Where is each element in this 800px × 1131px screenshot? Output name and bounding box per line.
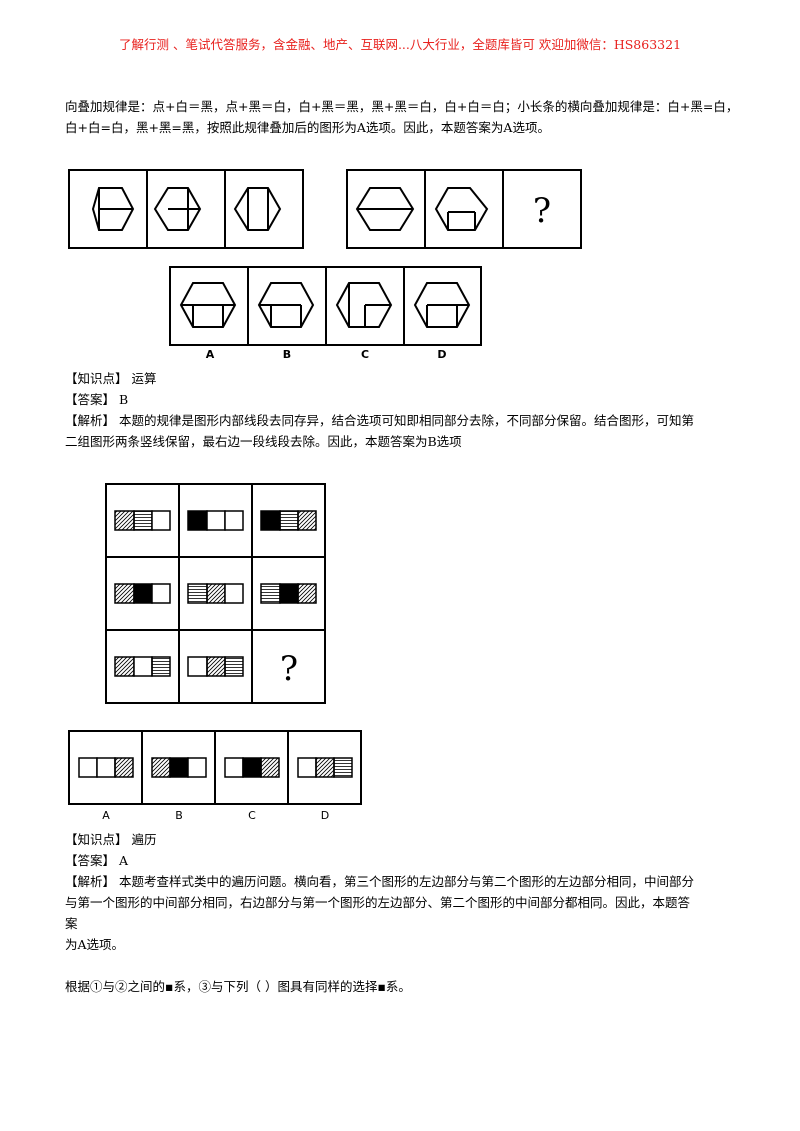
q1-hexagon-5 (434, 187, 489, 231)
q2-knowledge: 【知识点】 遍历 (65, 832, 157, 847)
q2-options-frame (68, 730, 362, 805)
q2-option-b-figure (151, 757, 207, 778)
q2-analysis-line-3: 案 (65, 916, 78, 931)
q1-group-2 (346, 169, 582, 249)
q2-option-d-figure (297, 757, 353, 778)
q1-hexagon-2 (153, 187, 202, 231)
q2-cell-8 (187, 656, 244, 677)
q1-option-c-figure (335, 282, 393, 328)
q1-option-c-label: C (361, 348, 369, 361)
q2-grid (105, 483, 326, 704)
q1-option-a-figure (179, 282, 237, 328)
q1-analysis-line-2: 二组图形两条竖线保留，最右边一段线段去除。因此，本题答案为B选项 (65, 434, 462, 449)
q1-option-a-label: A (206, 348, 215, 361)
q1-group-1 (68, 169, 304, 249)
q2-cell-1 (114, 510, 171, 531)
q2-cell-7 (114, 656, 171, 677)
q1-stem-figure: ? A B C D (68, 169, 582, 361)
q2-cell-6 (260, 583, 317, 604)
q2-analysis-line-4: 为A选项。 (65, 937, 125, 952)
q1-options-frame (169, 266, 482, 346)
q1-hexagon-3 (233, 187, 282, 231)
q1-answer: 【答案】 B (65, 392, 129, 407)
q2-option-c-figure (224, 757, 280, 778)
intro-line-1: 向叠加规律是：点+白＝黑，点+黑＝白，白+黑＝黑，黑+黑＝白，白+白＝白；小长条… (65, 99, 739, 114)
q2-cell-2 (187, 510, 244, 531)
q2-option-b-label: B (175, 809, 183, 822)
intro-line-2: 白+白=白，黑+黑=黑，按照此规律叠加后的图形为A选项。因此，本题答案为A选项。 (65, 120, 550, 135)
q2-option-a-label: A (102, 809, 110, 822)
q2-option-c-label: C (248, 809, 256, 822)
q1-hexagon-4 (355, 187, 415, 231)
q2-option-d-label: D (321, 809, 329, 822)
q1-option-b-label: B (283, 348, 291, 361)
q1-hexagon-1 (91, 187, 135, 231)
q2-cell-5 (187, 583, 244, 604)
q1-option-d-figure (413, 282, 471, 328)
q1-question-mark: ? (533, 191, 551, 231)
q1-option-b-figure (257, 282, 315, 328)
q2-question-mark: ? (280, 649, 298, 689)
promo-header: 了解行测 、笔试代答服务，含金融、地产、互联网...八大行业，全题库皆可 欢迎加… (118, 37, 682, 52)
q1-knowledge: 【知识点】 运算 (65, 371, 157, 386)
q1-option-d-label: D (437, 348, 446, 361)
q2-cell-4 (114, 583, 171, 604)
q1-analysis-line-1: 【解析】 本题的规律是图形内部线段去同存异，结合选项可知即相同部分去除，不同部分… (65, 413, 694, 428)
q2-cell-3 (260, 510, 317, 531)
q2-figure: ? A B C D (68, 483, 362, 822)
next-question-stem: 根据①与②之间的▪系，③与下列（ ）图具有同样的选择▪系。 (65, 979, 411, 994)
q2-answer: 【答案】 A (65, 853, 129, 868)
q2-analysis-line-1: 【解析】 本题考查样式类中的遍历问题。横向看，第三个图形的左边部分与第二个图形的… (65, 874, 694, 889)
q2-analysis-line-2: 与第一个图形的中间部分相同，右边部分与第一个图形的左边部分、第二个图形的中间部分… (65, 895, 691, 910)
q2-option-a-figure (78, 757, 134, 778)
